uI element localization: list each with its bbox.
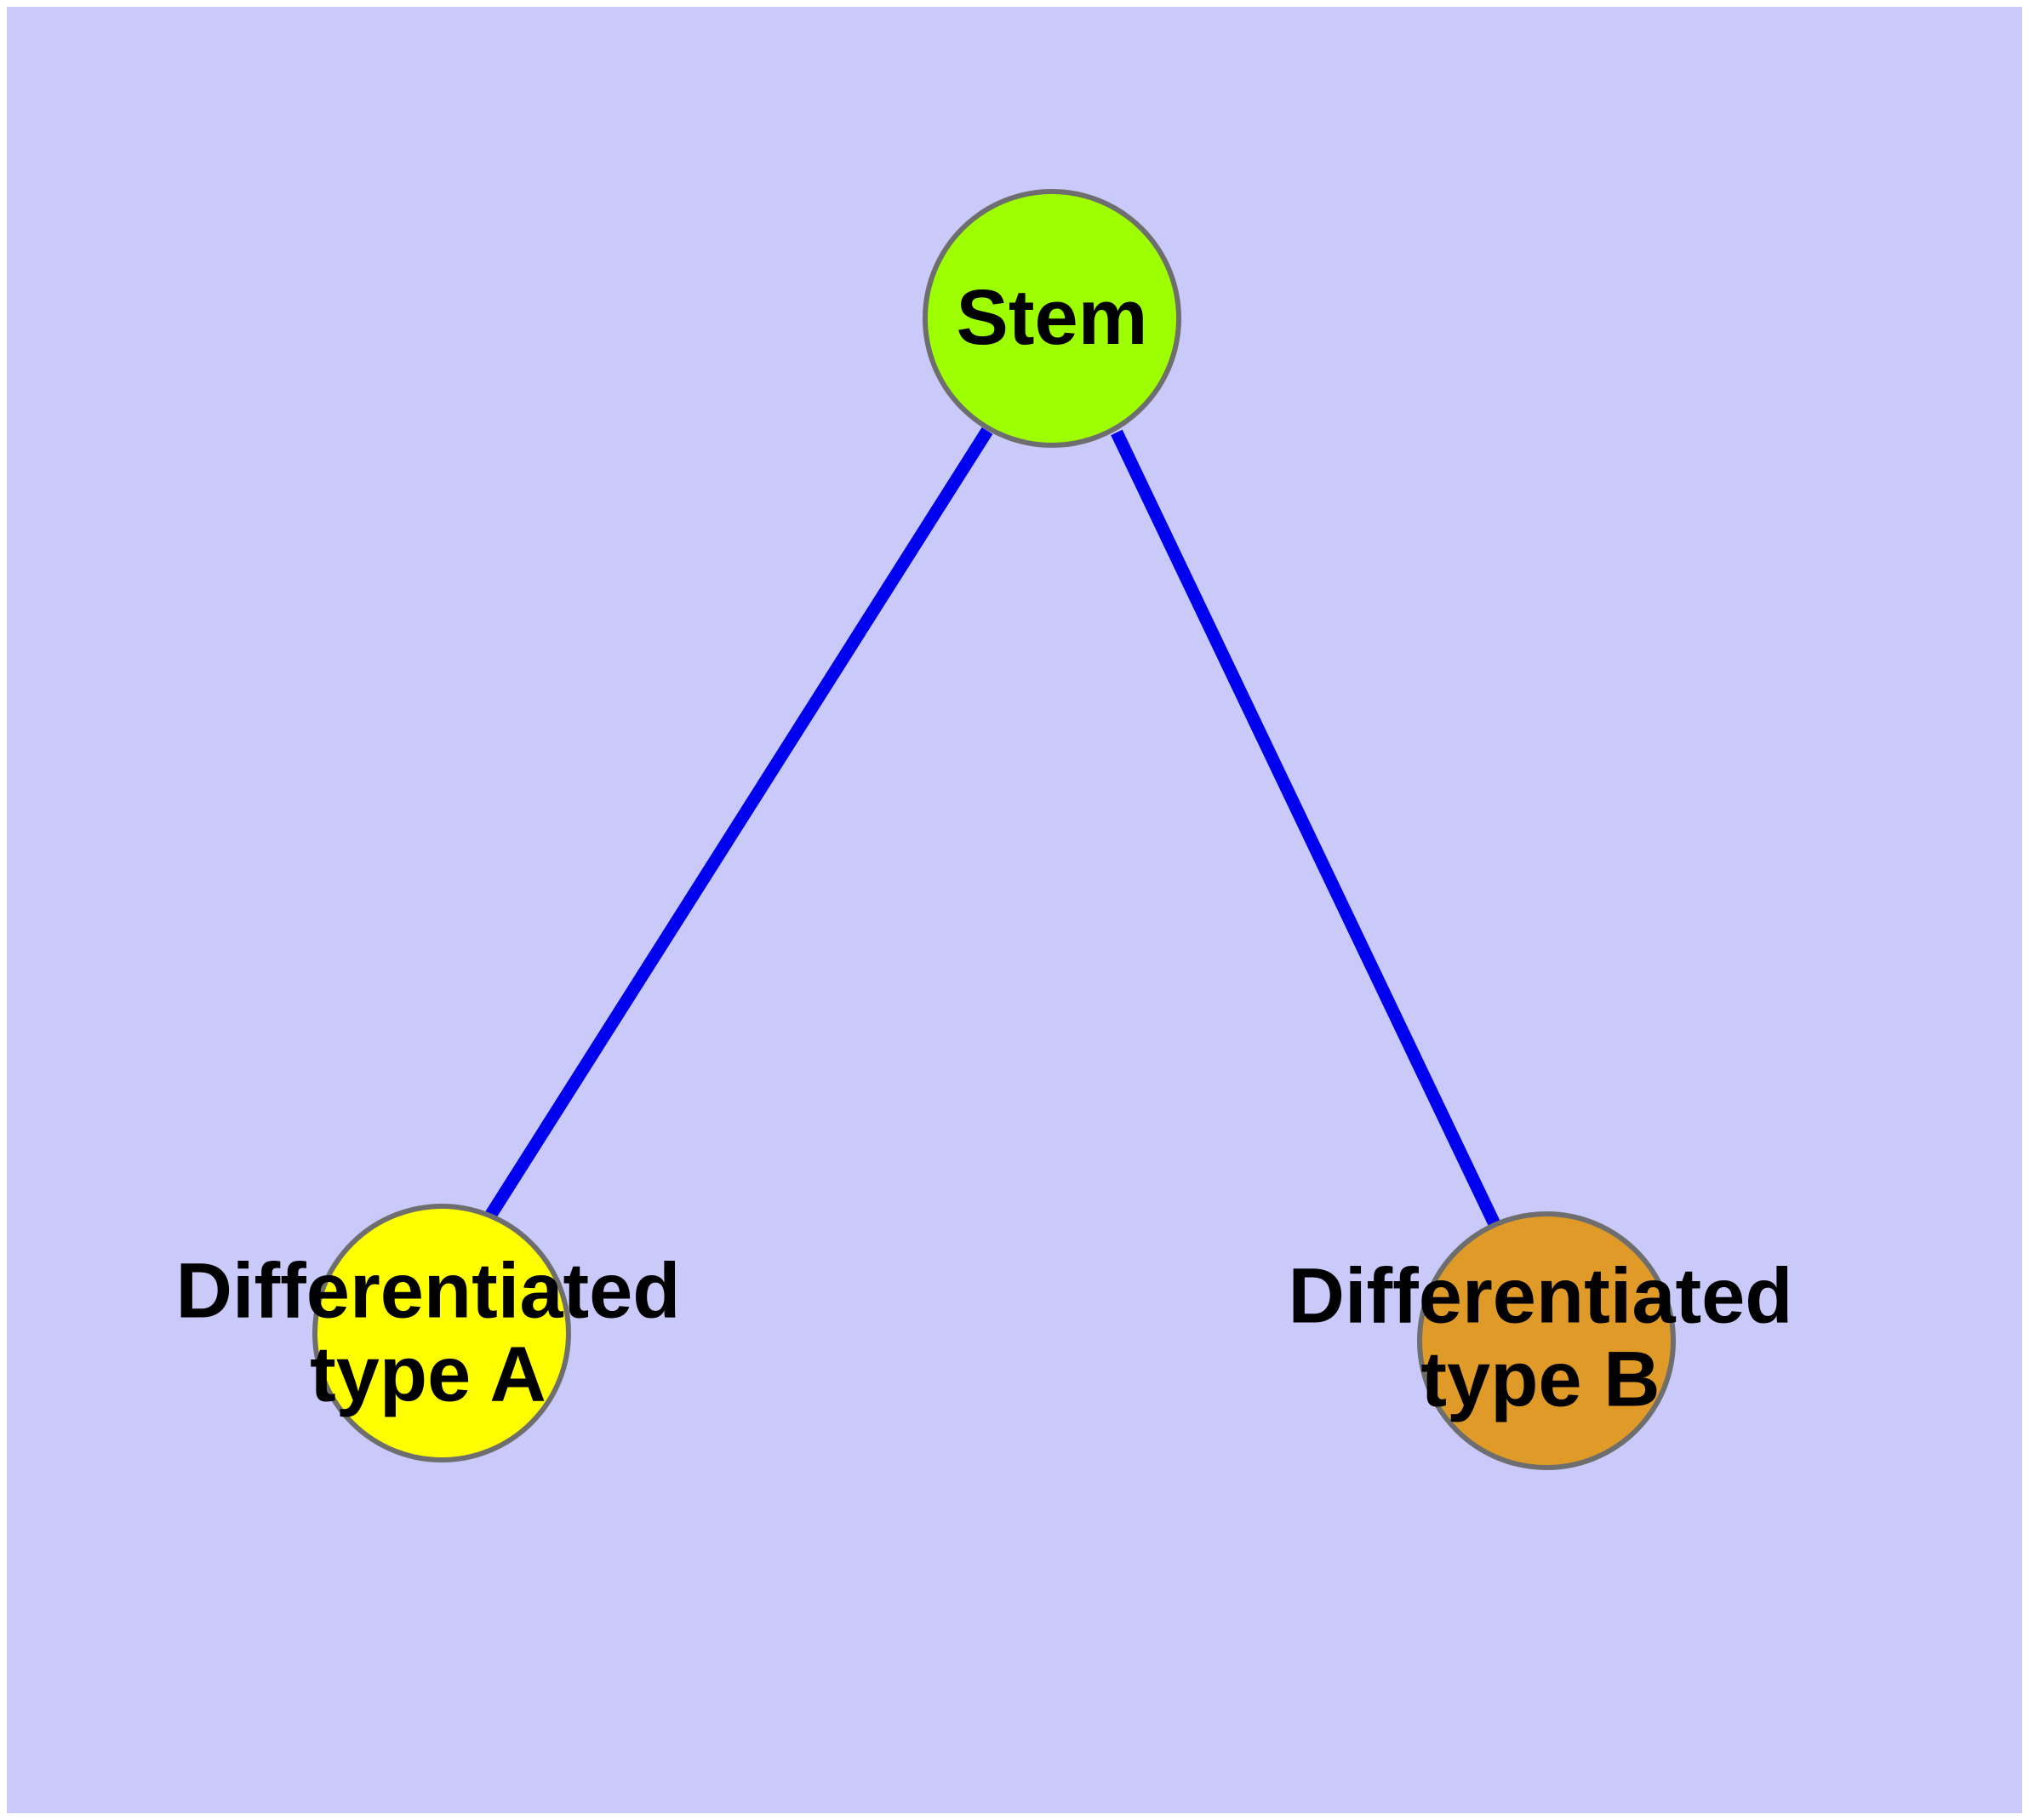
node-stem[interactable] — [923, 189, 1181, 448]
node-differentiated-type-b[interactable] — [1417, 1211, 1676, 1470]
node-layer — [312, 189, 1676, 1470]
edge-stem-to-differentiated-type-a — [476, 426, 993, 1233]
edge-layer — [476, 426, 1502, 1233]
edge-stem-to-differentiated-type-b — [1111, 429, 1502, 1231]
node-differentiated-type-a[interactable] — [312, 1204, 571, 1462]
